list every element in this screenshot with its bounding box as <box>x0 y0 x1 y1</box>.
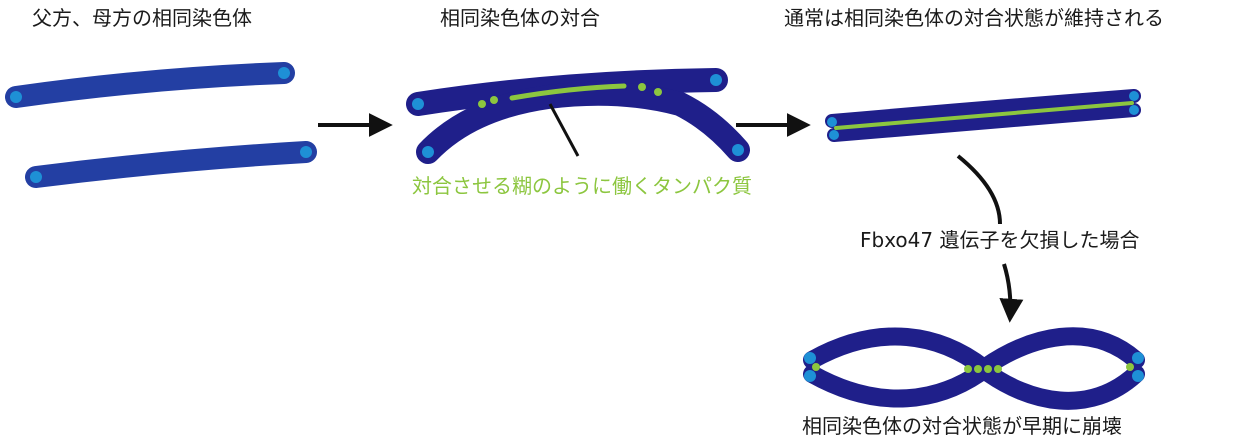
centromere-dot <box>732 144 744 156</box>
arrow-curved-down-icon <box>999 263 1024 323</box>
glue-protein-dot <box>654 88 662 96</box>
glue-protein-dot <box>994 365 1002 373</box>
knockout-label: Fbxo47 遺伝子を欠損した場合 <box>860 228 1140 252</box>
paired-chromosome-top <box>825 89 1141 128</box>
centromere-dot <box>827 117 837 127</box>
glue-protein-dot <box>478 100 486 108</box>
paired-chromosome-bottom <box>827 103 1141 142</box>
glue-protein-dot <box>812 363 820 371</box>
stage4-title: 相同染色体の対合状態が早期に崩壊 <box>802 414 1122 438</box>
glue-protein-dot <box>964 365 972 373</box>
centromere-dot <box>804 352 816 364</box>
centromere-dot <box>1129 91 1139 101</box>
centromere-dot <box>1129 105 1139 115</box>
centromere-dot <box>412 98 424 110</box>
centromere-dot <box>829 130 839 140</box>
centromere-dot <box>804 370 816 382</box>
glue-protein-dot <box>1126 363 1134 371</box>
glue-protein-dot <box>638 83 646 91</box>
stage4-collapsed <box>803 327 1145 410</box>
glue-protein-dot <box>984 365 992 373</box>
centromere-dot <box>710 74 722 86</box>
paternal-chromosome <box>5 62 295 108</box>
stage3-paired <box>825 89 1141 142</box>
stage1-title: 父方、母方の相同染色体 <box>32 6 252 30</box>
stage3-title: 通常は相同染色体の対合状態が維持される <box>784 6 1164 30</box>
centromere-dot <box>1132 352 1144 364</box>
glue-pointer-line <box>548 103 580 157</box>
stage1-chromosomes <box>5 62 317 188</box>
glue-protein-dot <box>490 96 498 104</box>
glue-protein-strand <box>834 101 1134 130</box>
collapsed-chromosome-upper <box>803 327 1145 380</box>
stage2-title: 相同染色体の対合 <box>440 6 600 30</box>
centromere-dot <box>1132 370 1144 382</box>
stage2-pairing <box>406 68 750 164</box>
centromere-dot <box>300 146 312 158</box>
arrow-curved-down-icon <box>956 154 1002 225</box>
centromere-dot <box>30 171 42 183</box>
centromere-dot <box>422 146 434 158</box>
centromere-dot <box>10 91 22 103</box>
collapsed-chromosome-lower <box>803 358 1145 410</box>
glue-protein-strand <box>509 83 627 101</box>
glue-protein-dot <box>974 365 982 373</box>
centromere-dot <box>278 67 290 79</box>
maternal-chromosome <box>25 141 317 188</box>
lower-chromosome <box>416 81 750 164</box>
glue-protein-label: 対合させる糊のように働くタンパク質 <box>412 174 752 198</box>
